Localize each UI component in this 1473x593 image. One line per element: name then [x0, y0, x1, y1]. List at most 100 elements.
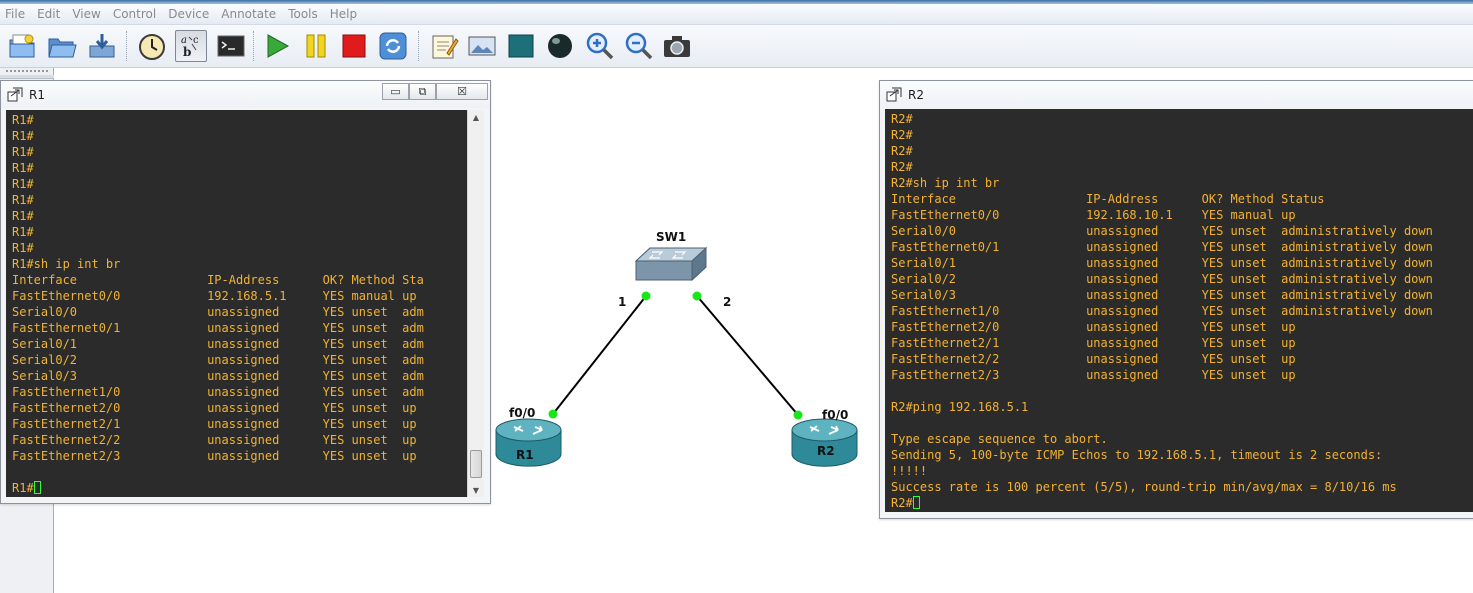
stop-all-icon[interactable]: [338, 30, 370, 62]
terminal-line: R2#: [891, 160, 913, 174]
r1-terminal-scrollbar[interactable]: ▲ ▼: [467, 110, 484, 497]
topology-canvas: [495, 246, 858, 467]
maximize-button[interactable]: ⧉: [409, 83, 436, 100]
r1-console-title: R1: [29, 87, 45, 102]
terminal-line: FastEthernet2/3 unassigned YES unset up: [891, 368, 1296, 382]
r1-terminal[interactable]: R1# R1# R1# R1# R1# R1# R1# R1# R1# R1#s…: [6, 110, 467, 497]
terminal-line: Serial0/2 unassigned YES unset administr…: [891, 272, 1433, 286]
maximize-icon: ⧉: [418, 84, 427, 98]
terminal-line: FastEthernet2/2 unassigned YES unset up: [891, 352, 1296, 366]
terminal-line: FastEthernet2/1 unassigned YES unset up: [12, 417, 417, 431]
menu-tools[interactable]: Tools: [288, 6, 318, 21]
router-r1-icon[interactable]: [495, 418, 562, 467]
zoom-in-icon[interactable]: [584, 30, 616, 62]
r2-interface-label: f0/0: [822, 408, 849, 422]
scroll-up-arrow-icon[interactable]: ▲: [472, 112, 480, 122]
new-project-icon[interactable]: [6, 30, 38, 62]
menu-bar: File Edit View Control Device Annotate T…: [0, 4, 1473, 25]
terminal-line: Serial0/2 unassigned YES unset adm: [12, 353, 424, 367]
console-app-icon: [886, 87, 902, 101]
terminal-line: FastEthernet2/1 unassigned YES unset up: [891, 336, 1296, 350]
terminal-line: FastEthernet1/0 unassigned YES unset adm…: [891, 304, 1433, 318]
terminal-line: FastEthernet0/1 unassigned YES unset adm: [12, 321, 424, 335]
svg-text:b: b: [183, 45, 191, 59]
menu-edit[interactable]: Edit: [37, 6, 61, 21]
dock-header: [0, 75, 54, 79]
terminal-line: R2#: [891, 128, 913, 142]
open-project-icon[interactable]: [46, 30, 78, 62]
suspend-all-icon[interactable]: [300, 30, 332, 62]
r1-terminal-output: R1# R1# R1# R1# R1# R1# R1# R1# R1# R1#s…: [6, 110, 467, 496]
terminal-line: FastEthernet0/0 192.168.5.1 YES manual u…: [12, 289, 417, 303]
topology-workspace[interactable]: SW1 1 2 f0/0 f0/0 R1 R2 R1 ▭ ⧉ ☒ R1# R1#…: [0, 68, 1473, 593]
close-button[interactable]: ☒: [436, 83, 488, 100]
sw1-port2-label: 2: [723, 295, 732, 309]
reload-all-icon[interactable]: [377, 30, 409, 62]
terminal-line: R1#: [12, 161, 34, 175]
menu-device[interactable]: Device: [168, 6, 210, 21]
link-status-r2-f0-0: [793, 410, 803, 420]
terminal-line: Serial0/0 unassigned YES unset adm: [12, 305, 424, 319]
sw1-label: SW1: [656, 230, 687, 244]
save-project-icon[interactable]: [86, 30, 118, 62]
router-r2-icon[interactable]: [791, 418, 858, 467]
link-status-sw1-port1: [641, 291, 651, 301]
terminal-line: R1#: [12, 209, 34, 223]
terminal-line: FastEthernet1/0 unassigned YES unset adm: [12, 385, 424, 399]
menu-annotate[interactable]: Annotate: [221, 6, 277, 21]
scroll-thumb[interactable]: [470, 450, 482, 478]
terminal-line: Serial0/1 unassigned YES unset adm: [12, 337, 424, 351]
link-status-sw1-port2: [692, 291, 702, 301]
link-r2-sw1[interactable]: [696, 295, 799, 416]
minimize-button[interactable]: ▭: [382, 83, 409, 100]
terminal-line: R1#: [12, 241, 34, 255]
menu-help[interactable]: Help: [329, 6, 358, 21]
snapshot-clock-icon[interactable]: [136, 30, 168, 62]
r2-console-window[interactable]: R2 R2# R2# R2# R2# R2#sh ip int br Inter…: [879, 80, 1473, 519]
draw-ellipse-icon[interactable]: [544, 30, 576, 62]
link-r1-sw1[interactable]: [552, 295, 647, 415]
terminal-cursor: [912, 496, 920, 509]
terminal-line: R1#: [12, 113, 34, 127]
screenshot-camera-icon[interactable]: [661, 30, 693, 62]
terminal-line: FastEthernet2/3 unassigned YES unset up: [12, 449, 417, 463]
menu-file[interactable]: File: [5, 6, 26, 21]
r1-console-window[interactable]: R1 ▭ ⧉ ☒ R1# R1# R1# R1# R1# R1# R1# R1#…: [0, 80, 491, 504]
terminal-line: R2#sh ip int br: [891, 176, 1000, 190]
window-top-border: [0, 0, 1473, 4]
add-note-icon[interactable]: [428, 30, 460, 62]
r1-console-titlebar[interactable]: R1 ▭ ⧉ ☒: [1, 81, 490, 108]
dock-grip[interactable]: [6, 70, 48, 74]
r2-terminal-output: R2# R2# R2# R2# R2#sh ip int br Interfac…: [885, 109, 1473, 511]
minimize-icon: ▭: [390, 85, 401, 98]
console-all-icon[interactable]: [215, 30, 247, 62]
svg-text:c: c: [193, 35, 199, 46]
zoom-out-icon[interactable]: [623, 30, 655, 62]
r2-console-titlebar[interactable]: R2: [880, 81, 1473, 108]
menu-view[interactable]: View: [72, 6, 101, 21]
terminal-line: FastEthernet2/0 unassigned YES unset up: [891, 320, 1296, 334]
scroll-down-arrow-icon[interactable]: ▼: [472, 485, 480, 495]
r2-terminal[interactable]: R2# R2# R2# R2# R2#sh ip int br Interfac…: [885, 109, 1473, 512]
r1-interface-label: f0/0: [509, 406, 536, 420]
sw1-port1-label: 1: [618, 295, 627, 309]
menu-control[interactable]: Control: [112, 6, 157, 21]
terminal-line: R2#ping 192.168.5.1: [891, 400, 1029, 414]
terminal-line: Serial0/0 unassigned YES unset administr…: [891, 224, 1433, 238]
terminal-line: R1#: [12, 129, 34, 143]
terminal-line: Serial0/3 unassigned YES unset administr…: [891, 288, 1433, 302]
terminal-line: Type escape sequence to abort.: [891, 432, 1108, 446]
svg-text:a: a: [181, 35, 187, 46]
switch-sw1-icon[interactable]: [634, 246, 708, 282]
draw-rectangle-icon[interactable]: [505, 30, 537, 62]
terminal-line: FastEthernet2/2 unassigned YES unset up: [12, 433, 417, 447]
terminal-line: FastEthernet0/0 192.168.10.1 YES manual …: [891, 208, 1296, 222]
start-all-icon[interactable]: [261, 30, 293, 62]
r2-console-title: R2: [908, 87, 924, 102]
console-app-icon: [7, 87, 23, 101]
insert-picture-icon[interactable]: [466, 30, 498, 62]
r2-label: R2: [817, 444, 835, 458]
terminal-line: R2#: [891, 144, 913, 158]
terminal-line: Success rate is 100 percent (5/5), round…: [891, 480, 1397, 494]
